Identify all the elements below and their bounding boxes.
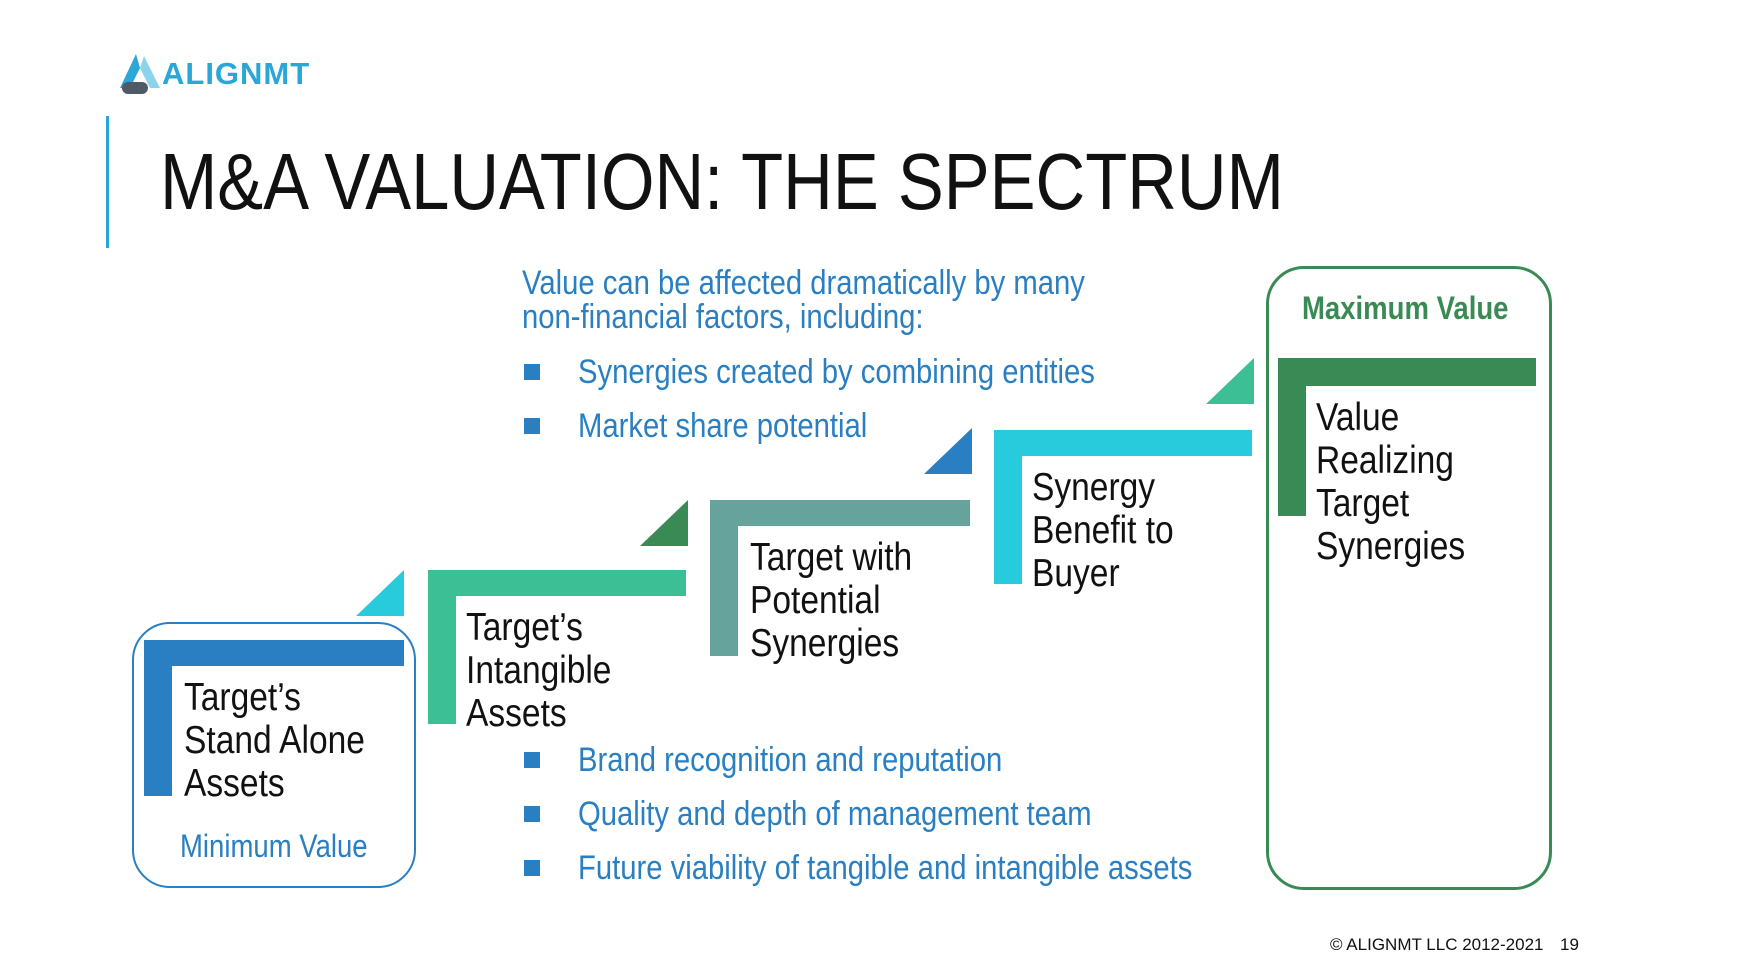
step-triangle-icon	[1206, 358, 1254, 404]
step-5-top-bar	[1278, 358, 1536, 386]
step-1-line: Assets	[184, 762, 285, 805]
step-1-line: Stand Alone	[184, 719, 365, 762]
step-5-line: Synergies	[1316, 525, 1466, 568]
step-2-label: Target’s Intangible Assets	[466, 606, 611, 735]
bullet-square-icon	[524, 752, 540, 768]
step-2-line: Assets	[466, 692, 567, 735]
step-triangle-icon	[640, 500, 688, 546]
step-5-side-bar	[1278, 358, 1306, 516]
step-4-line: Buyer	[1032, 552, 1120, 595]
bullet-square-icon	[524, 364, 540, 380]
bullet-text: Synergies created by combining entities	[578, 353, 1095, 391]
step-5-label: Value Realizing Target Synergies	[1316, 396, 1465, 568]
bullet-text: Quality and depth of management team	[578, 795, 1092, 833]
bullet-square-icon	[524, 806, 540, 822]
bullet-square-icon	[524, 860, 540, 876]
step-5-line: Target	[1316, 482, 1410, 525]
step-3-side-bar	[710, 500, 738, 656]
step-3-top-bar	[710, 500, 970, 526]
minimum-value-label: Minimum Value	[180, 828, 368, 864]
bullet-text: Future viability of tangible and intangi…	[578, 849, 1193, 887]
step-4-top-bar	[994, 430, 1252, 456]
step-2-top-bar	[428, 570, 686, 596]
copyright: © ALIGNMT LLC 2012-2021	[1330, 935, 1544, 954]
step-3-line: Potential	[750, 579, 881, 622]
bullet-text: Market share potential	[578, 407, 868, 445]
step-4-line: Benefit to	[1032, 509, 1174, 552]
step-2-side-bar	[428, 570, 456, 724]
step-1-label: Target’s Stand Alone Assets	[184, 676, 365, 805]
logo-mark-icon	[120, 54, 160, 94]
step-3-line: Target with	[750, 536, 913, 579]
step-2-line: Intangible	[466, 649, 612, 692]
step-1-side-bar	[144, 640, 172, 796]
step-2-line: Target’s	[466, 606, 583, 649]
step-triangle-icon	[356, 570, 404, 616]
step-1-top-bar	[144, 640, 404, 666]
step-3-label: Target with Potential Synergies	[750, 536, 912, 665]
step-3-line: Synergies	[750, 622, 900, 665]
page-title: M&A VALUATION: THE SPECTRUM	[160, 137, 1284, 226]
page-number: 19	[1560, 935, 1579, 954]
step-1-line: Target’s	[184, 676, 301, 719]
step-4-line: Synergy	[1032, 466, 1156, 509]
minimum-value-box	[132, 622, 416, 888]
step-5-line: Realizing	[1316, 439, 1454, 482]
step-5-line: Value	[1316, 396, 1400, 439]
logo	[116, 52, 316, 96]
step-4-label: Synergy Benefit to Buyer	[1032, 466, 1174, 595]
maximum-value-label: Maximum Value	[1302, 290, 1509, 326]
step-triangle-icon	[924, 428, 972, 474]
bullet-text: Brand recognition and reputation	[578, 741, 1003, 779]
title-accent-bar	[106, 116, 109, 248]
step-4-side-bar	[994, 430, 1022, 584]
bullet-square-icon	[524, 418, 540, 434]
logo-text: ALIGNMT	[162, 56, 311, 91]
intro-text: Value can be affected dramatically by ma…	[522, 264, 1085, 336]
